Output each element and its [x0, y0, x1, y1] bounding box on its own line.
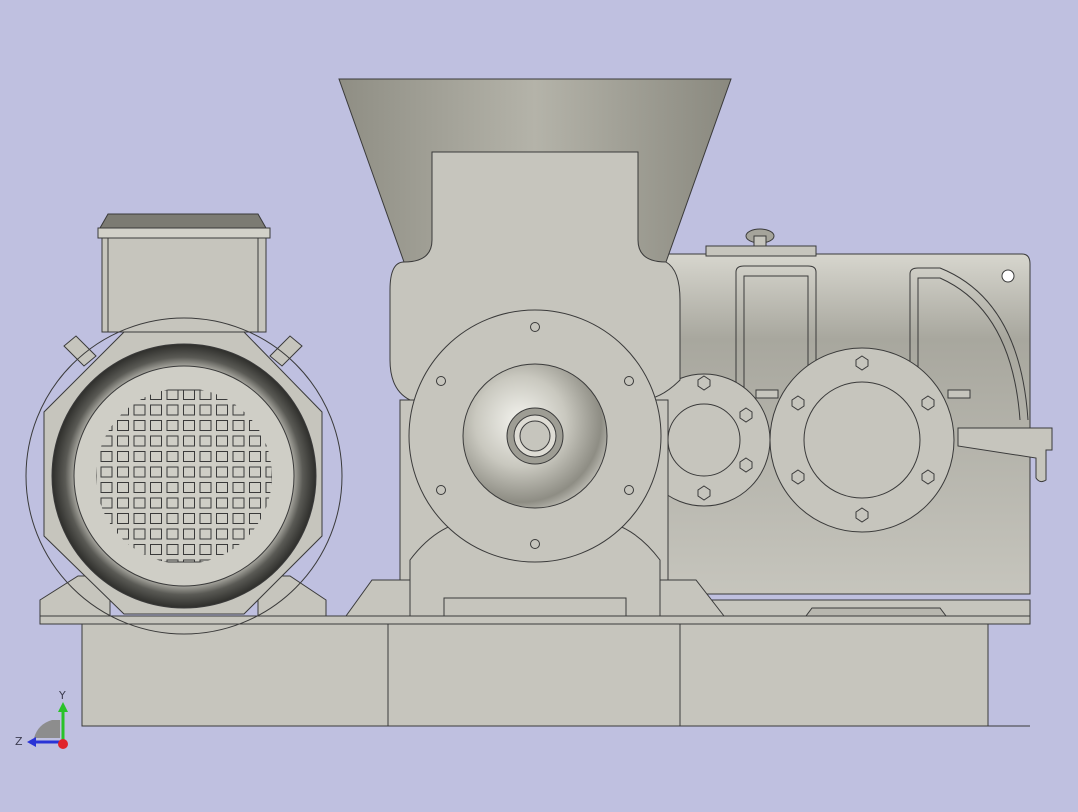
lifting-lug-left [63, 335, 97, 367]
grinder-housing[interactable] [338, 78, 732, 617]
gearbox[interactable] [637, 228, 1053, 617]
terminal-box [101, 237, 267, 333]
z-axis-label: Z [15, 735, 23, 748]
lifting-lug-right [269, 335, 303, 367]
y-axis-label: Y [58, 689, 66, 702]
plate-bolts [436, 322, 634, 549]
x-axis-dot [58, 739, 68, 749]
flange-bolts [697, 355, 935, 523]
base-frame[interactable] [39, 615, 1031, 727]
triad-plane-icon [34, 720, 60, 738]
electric-motor[interactable] [25, 213, 343, 635]
terminal-box-lid [99, 213, 267, 229]
fan-grille [96, 389, 272, 563]
coordinate-triad: Y Z [15, 689, 68, 749]
